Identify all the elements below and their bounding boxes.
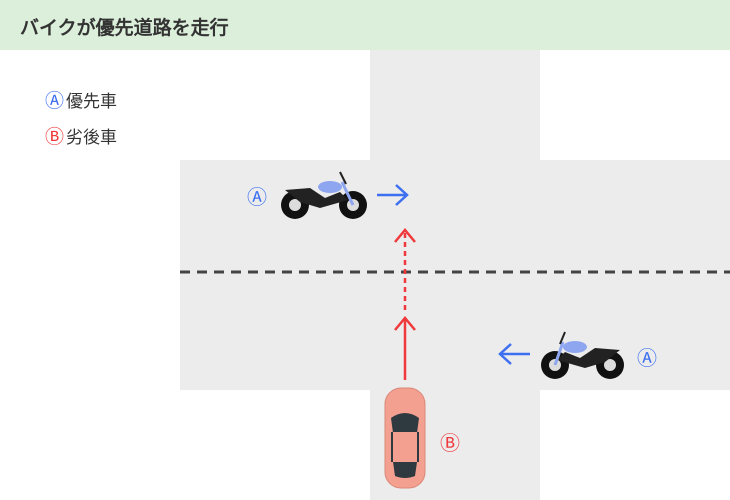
bike-top-label: Ⓐ — [247, 185, 267, 209]
priority-road — [180, 160, 730, 390]
bike-right-label: Ⓐ — [637, 346, 657, 370]
car-icon — [384, 387, 426, 489]
bike-right-direction-arrow — [498, 343, 530, 365]
motorcycle-icon — [281, 171, 367, 219]
legend-mark-b: Ⓑ — [45, 126, 65, 148]
legend-mark-a: Ⓐ — [45, 90, 65, 112]
legend-label: 劣後車 — [66, 128, 118, 148]
motorcycle-icon — [541, 331, 624, 379]
car-label: Ⓑ — [440, 431, 460, 455]
header-bar: バイクが優先道路を走行 — [0, 0, 730, 50]
legend-label: 優先車 — [66, 92, 118, 112]
car-path-arrow — [394, 228, 416, 380]
bike-top-direction-arrow — [377, 184, 409, 206]
page-title: バイクが優先道路を走行 — [20, 17, 229, 39]
